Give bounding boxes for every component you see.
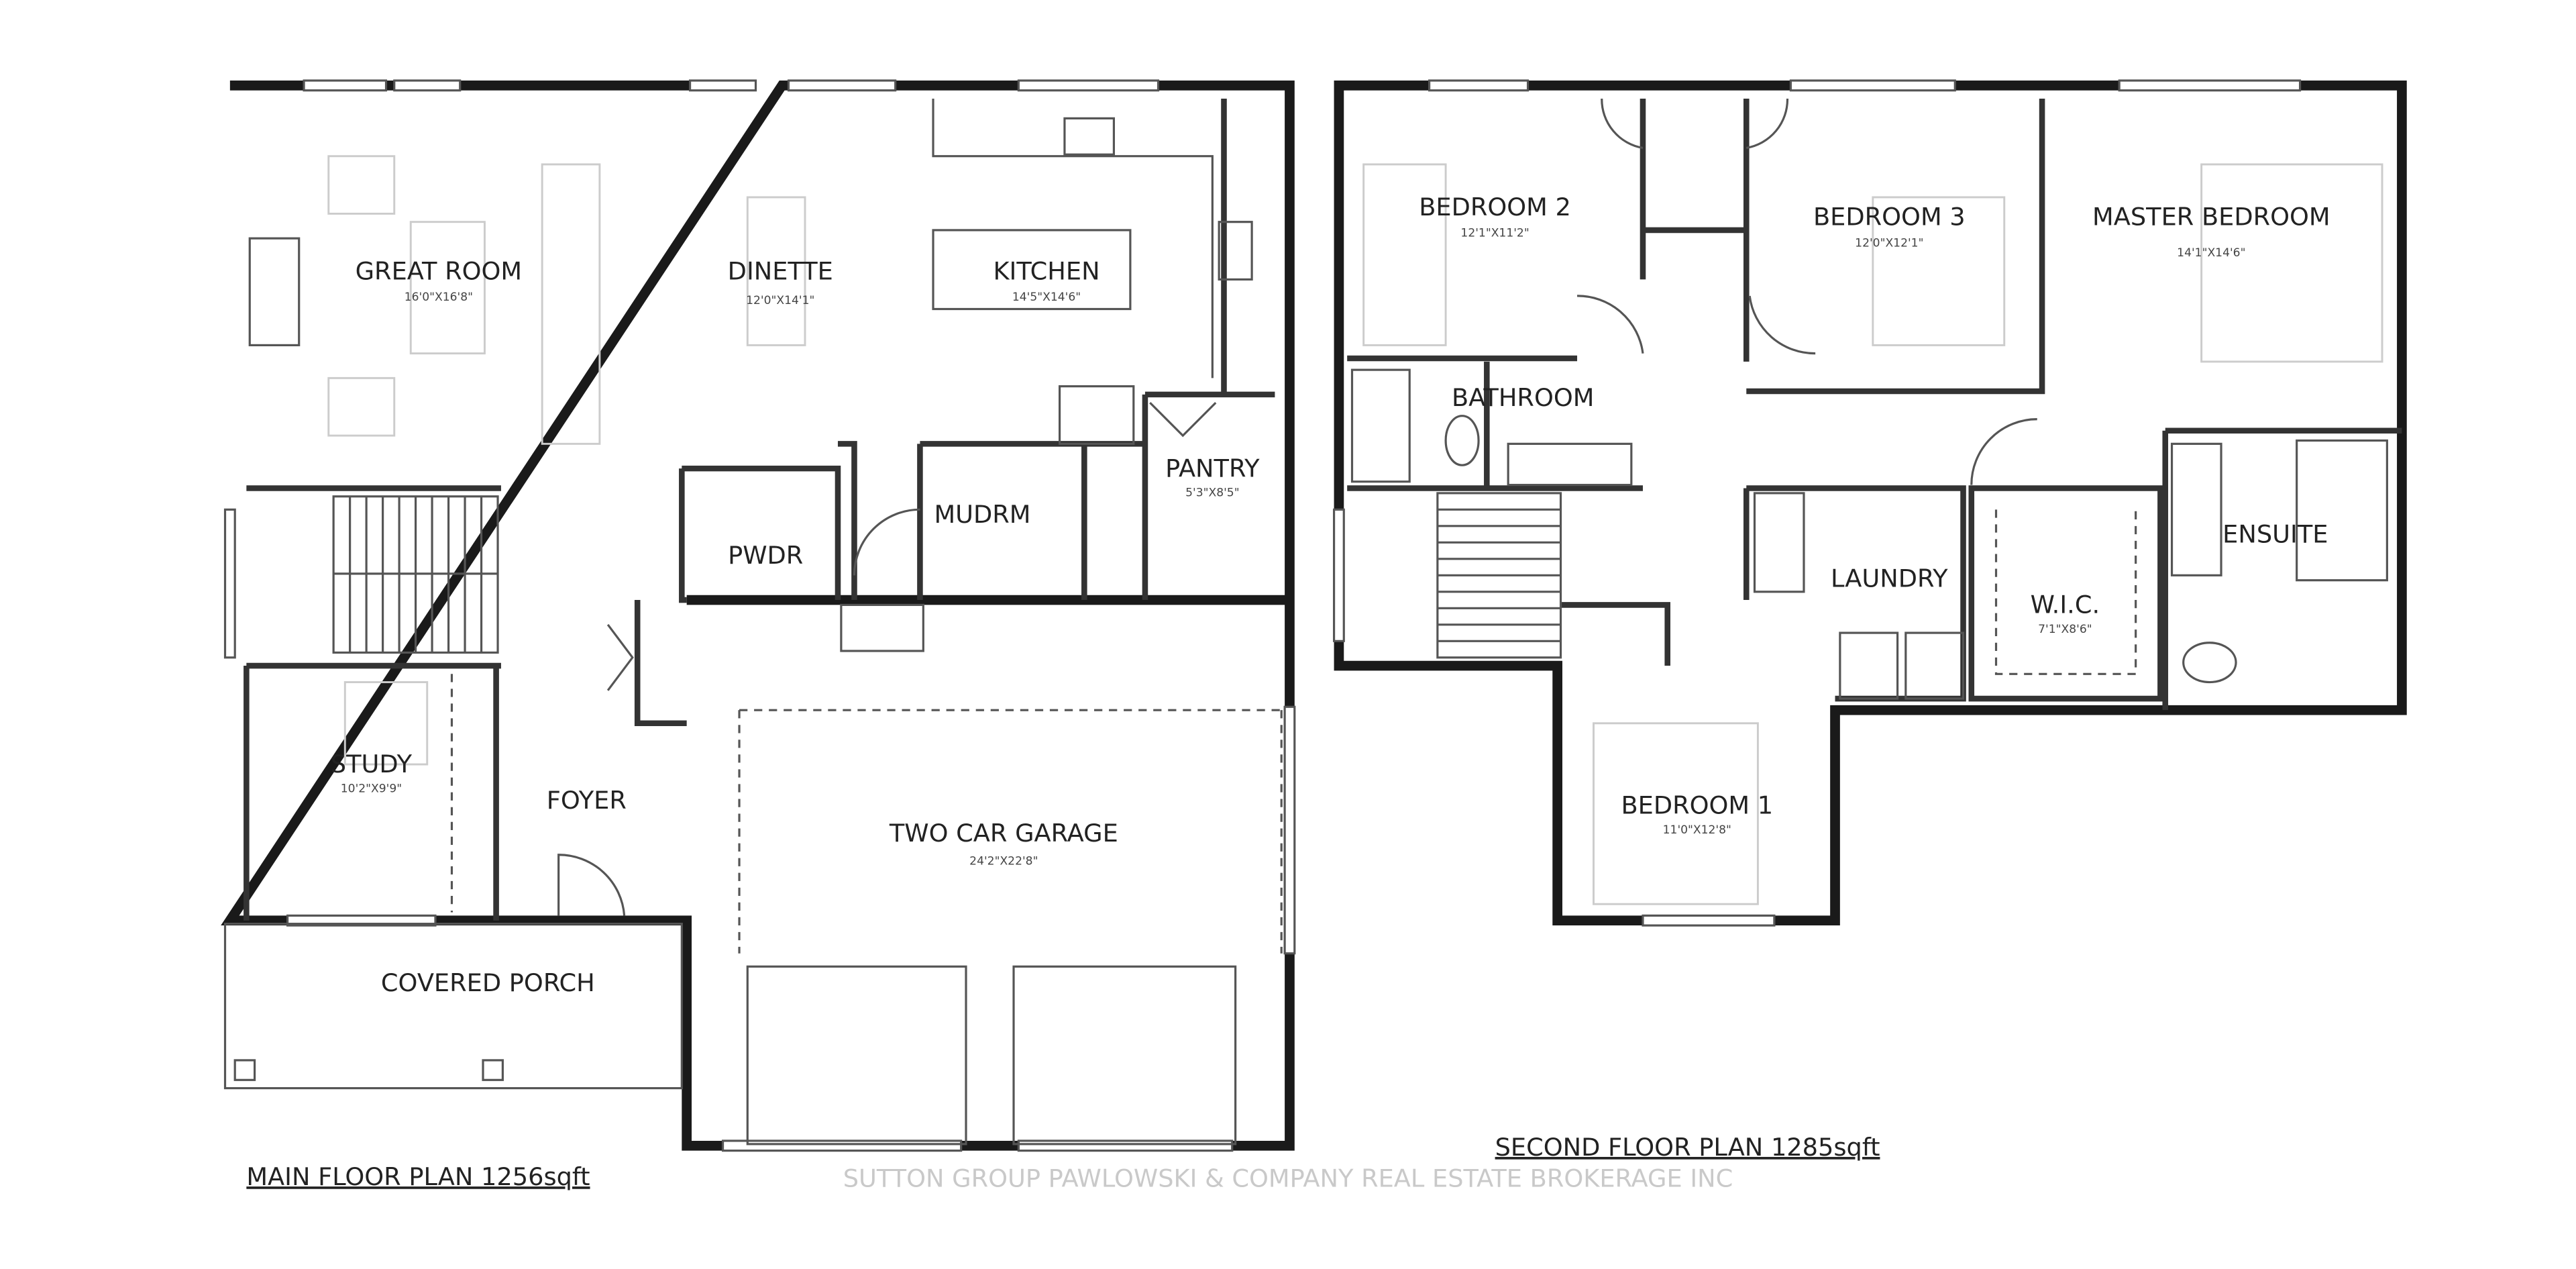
brokerage-watermark: SUTTON GROUP PAWLOWSKI & COMPANY REAL ES…: [843, 1164, 1733, 1193]
second-exterior-wall: [1334, 81, 2407, 926]
main-floor-caption: MAIN FLOOR PLAN 1256sqft: [246, 1162, 590, 1191]
room-label-mudroom: MUDRM: [934, 500, 1030, 529]
room-label-garage: TWO CAR GARAGE: [889, 819, 1118, 848]
fridge: [1059, 385, 1135, 445]
room-size-study: 10'2"X9'9": [341, 782, 402, 796]
second-fixtures: [1350, 98, 2388, 700]
kitchen-counter: [932, 98, 1214, 378]
second-floor-plan: [1332, 79, 2407, 927]
room-size-master-bedroom: 14'1"X14'6": [2177, 246, 2245, 260]
room-label-master-bedroom: MASTER BEDROOM: [2092, 203, 2330, 232]
room-size-wic: 7'1"X8'6": [2038, 623, 2092, 636]
second-stairs: [1436, 492, 1562, 659]
room-size-pantry: 5'3"X8'5": [1185, 487, 1239, 500]
kitchen-island: [932, 229, 1132, 311]
room-size-dinette: 12'0"X14'1": [746, 294, 814, 307]
main-interior-walls: [244, 98, 1275, 921]
range: [1063, 117, 1115, 156]
room-size-bedroom-2: 12'1"X11'2": [1460, 227, 1529, 240]
room-label-covered-porch: COVERED PORCH: [381, 968, 595, 997]
second-windows: [1332, 79, 2302, 927]
fireplace: [248, 237, 301, 346]
room-size-kitchen: 14'5"X14'6": [1012, 291, 1081, 304]
second-floor-caption: SECOND FLOOR PLAN 1285sqft: [1495, 1133, 1880, 1162]
room-label-wic: W.I.C.: [2031, 591, 2100, 619]
room-size-bedroom-1: 11'0"X12'8": [1663, 823, 1731, 837]
room-label-bedroom-3: BEDROOM 3: [1813, 203, 1966, 232]
room-label-powder-room: PWDR: [728, 541, 803, 570]
room-label-kitchen: KITCHEN: [993, 256, 1099, 285]
room-label-bedroom-2: BEDROOM 2: [1419, 193, 1571, 221]
main-floor-plan: [221, 79, 2383, 1152]
room-label-ensuite: ENSUITE: [2222, 519, 2328, 548]
second-floor-labels: BEDROOM 2 12'1"X11'2" BEDROOM 3 12'0"X12…: [1419, 193, 2330, 1162]
room-size-great-room: 16'0"X16'8": [405, 291, 473, 304]
room-label-study: STUDY: [331, 750, 413, 778]
covered-porch-outline: [223, 923, 683, 1090]
main-doors: [557, 401, 1283, 1146]
second-interior-walls: [1347, 98, 2402, 711]
main-floor-labels: GREAT ROOM 16'0"X16'8" DINETTE 12'0"X14'…: [246, 256, 1260, 1191]
porch-column: [233, 1059, 256, 1081]
room-label-bedroom-1: BEDROOM 1: [1621, 791, 1773, 819]
room-label-laundry: LAUNDRY: [1831, 564, 1948, 593]
room-label-foyer: FOYER: [547, 786, 627, 815]
cooktop: [1218, 221, 1253, 281]
room-label-great-room: GREAT ROOM: [356, 256, 523, 285]
porch-column: [482, 1059, 504, 1081]
furniture: [327, 155, 2383, 905]
main-stairs: [332, 495, 499, 654]
room-label-pantry: PANTRY: [1165, 454, 1260, 483]
room-size-garage: 24'2"X22'8": [969, 854, 1038, 868]
room-label-bathroom: BATHROOM: [1452, 383, 1594, 412]
room-label-dinette: DINETTE: [728, 256, 833, 285]
room-size-bedroom-3: 12'0"X12'1": [1855, 236, 1923, 250]
